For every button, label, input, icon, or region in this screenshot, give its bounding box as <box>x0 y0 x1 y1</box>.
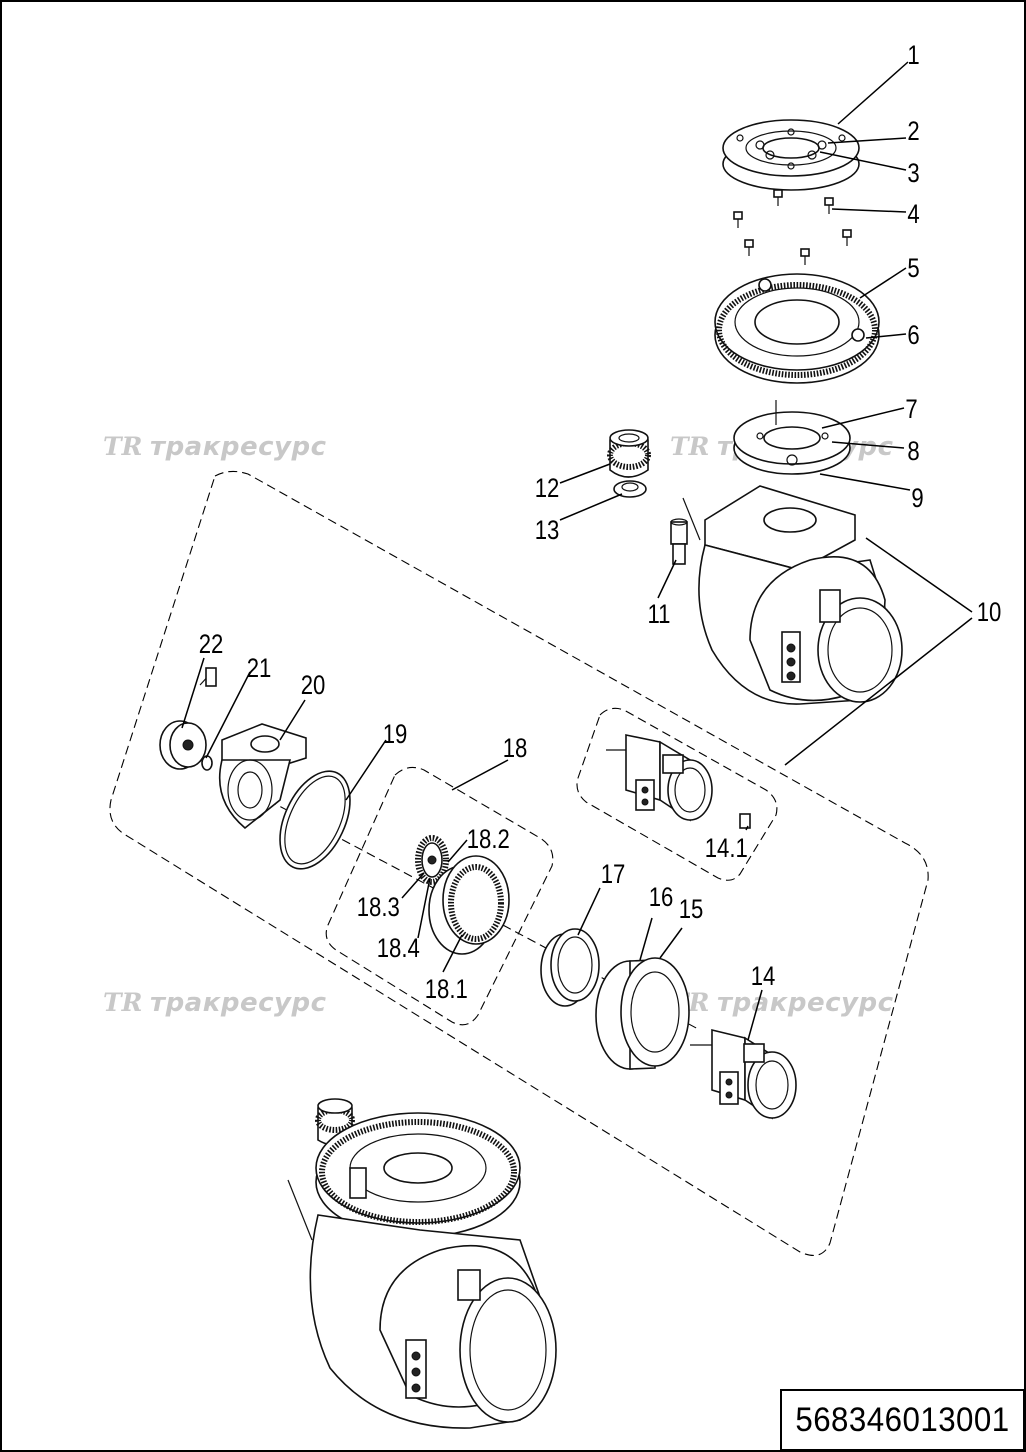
part-17-seal-ring <box>540 928 600 1007</box>
callout-2: 2 <box>907 117 919 147</box>
svg-text:TR: TR <box>103 988 142 1017</box>
part-11-bolt <box>670 518 688 565</box>
catalog-number: 568346013001 <box>795 1400 1010 1439</box>
callout-18: 18 <box>503 734 528 764</box>
callout-6: 6 <box>907 321 919 351</box>
part-7-8-9-flange <box>733 400 851 475</box>
callout-5: 5 <box>907 254 919 284</box>
callout-7: 7 <box>905 395 917 425</box>
callout-14: 14 <box>751 962 776 992</box>
callout-8: 8 <box>907 437 919 467</box>
group-18-dashed <box>325 766 554 1026</box>
part-15-16-wheel-hub <box>595 957 690 1070</box>
svg-text:TR: TR <box>670 432 709 461</box>
callout-14-1: 14.1 <box>705 834 748 864</box>
part-21-washer <box>201 755 213 771</box>
callout-9: 9 <box>911 484 923 514</box>
callout-3: 3 <box>907 159 919 189</box>
callout-18-3: 18.3 <box>357 893 400 923</box>
part-5-ring-gear <box>714 273 880 384</box>
group-14-1-motor <box>606 734 751 829</box>
callout-15: 15 <box>679 895 704 925</box>
callout-13: 13 <box>535 516 560 546</box>
part-19-o-ring <box>279 770 351 870</box>
svg-text:тракресурс: тракресурс <box>150 432 327 462</box>
svg-text:тракресурс: тракресурс <box>150 988 327 1018</box>
callout-4: 4 <box>907 200 919 230</box>
part-1-bearing-ring <box>722 119 860 191</box>
part-20-cover-housing <box>218 723 307 830</box>
callout-22: 22 <box>199 630 224 660</box>
callout-11: 11 <box>648 600 671 630</box>
catalog-number-box: 568346013001 <box>780 1389 1025 1451</box>
watermark-3: TR тракресурс <box>103 988 327 1018</box>
watermark-4: TR тракресурс <box>670 988 894 1018</box>
svg-text:TR: TR <box>103 432 142 461</box>
assembled-drive-unit <box>287 1098 557 1429</box>
part-12-pinion <box>607 429 651 478</box>
part-4-bolts <box>733 189 852 265</box>
assembly-boundary-dashed <box>109 470 929 1256</box>
callout-1: 1 <box>907 41 919 71</box>
callout-19: 19 <box>383 720 408 750</box>
callout-18-1: 18.1 <box>425 975 468 1005</box>
watermark-1: TR тракресурс <box>103 432 327 462</box>
part-22-sensor <box>159 667 217 770</box>
leader-lines <box>181 61 973 1041</box>
callout-16: 16 <box>649 883 674 913</box>
callout-18-4: 18.4 <box>377 934 420 964</box>
part-14-motor <box>690 1028 797 1120</box>
callout-20: 20 <box>301 671 326 701</box>
callout-12: 12 <box>535 474 560 504</box>
callout-18-2: 18.2 <box>467 825 510 855</box>
callout-21: 21 <box>247 654 272 684</box>
part-13-seal <box>613 480 647 498</box>
part-10-drive-housing <box>682 485 903 705</box>
svg-text:тракресурс: тракресурс <box>717 988 894 1018</box>
callout-17: 17 <box>601 860 626 890</box>
callout-labels: 1 2 3 4 5 6 7 8 9 10 11 12 13 14 14.1 15… <box>199 41 1002 1005</box>
group-18-gear-carrier <box>415 835 510 955</box>
group-14-1-dashed <box>576 707 778 881</box>
callout-10: 10 <box>977 598 1002 628</box>
